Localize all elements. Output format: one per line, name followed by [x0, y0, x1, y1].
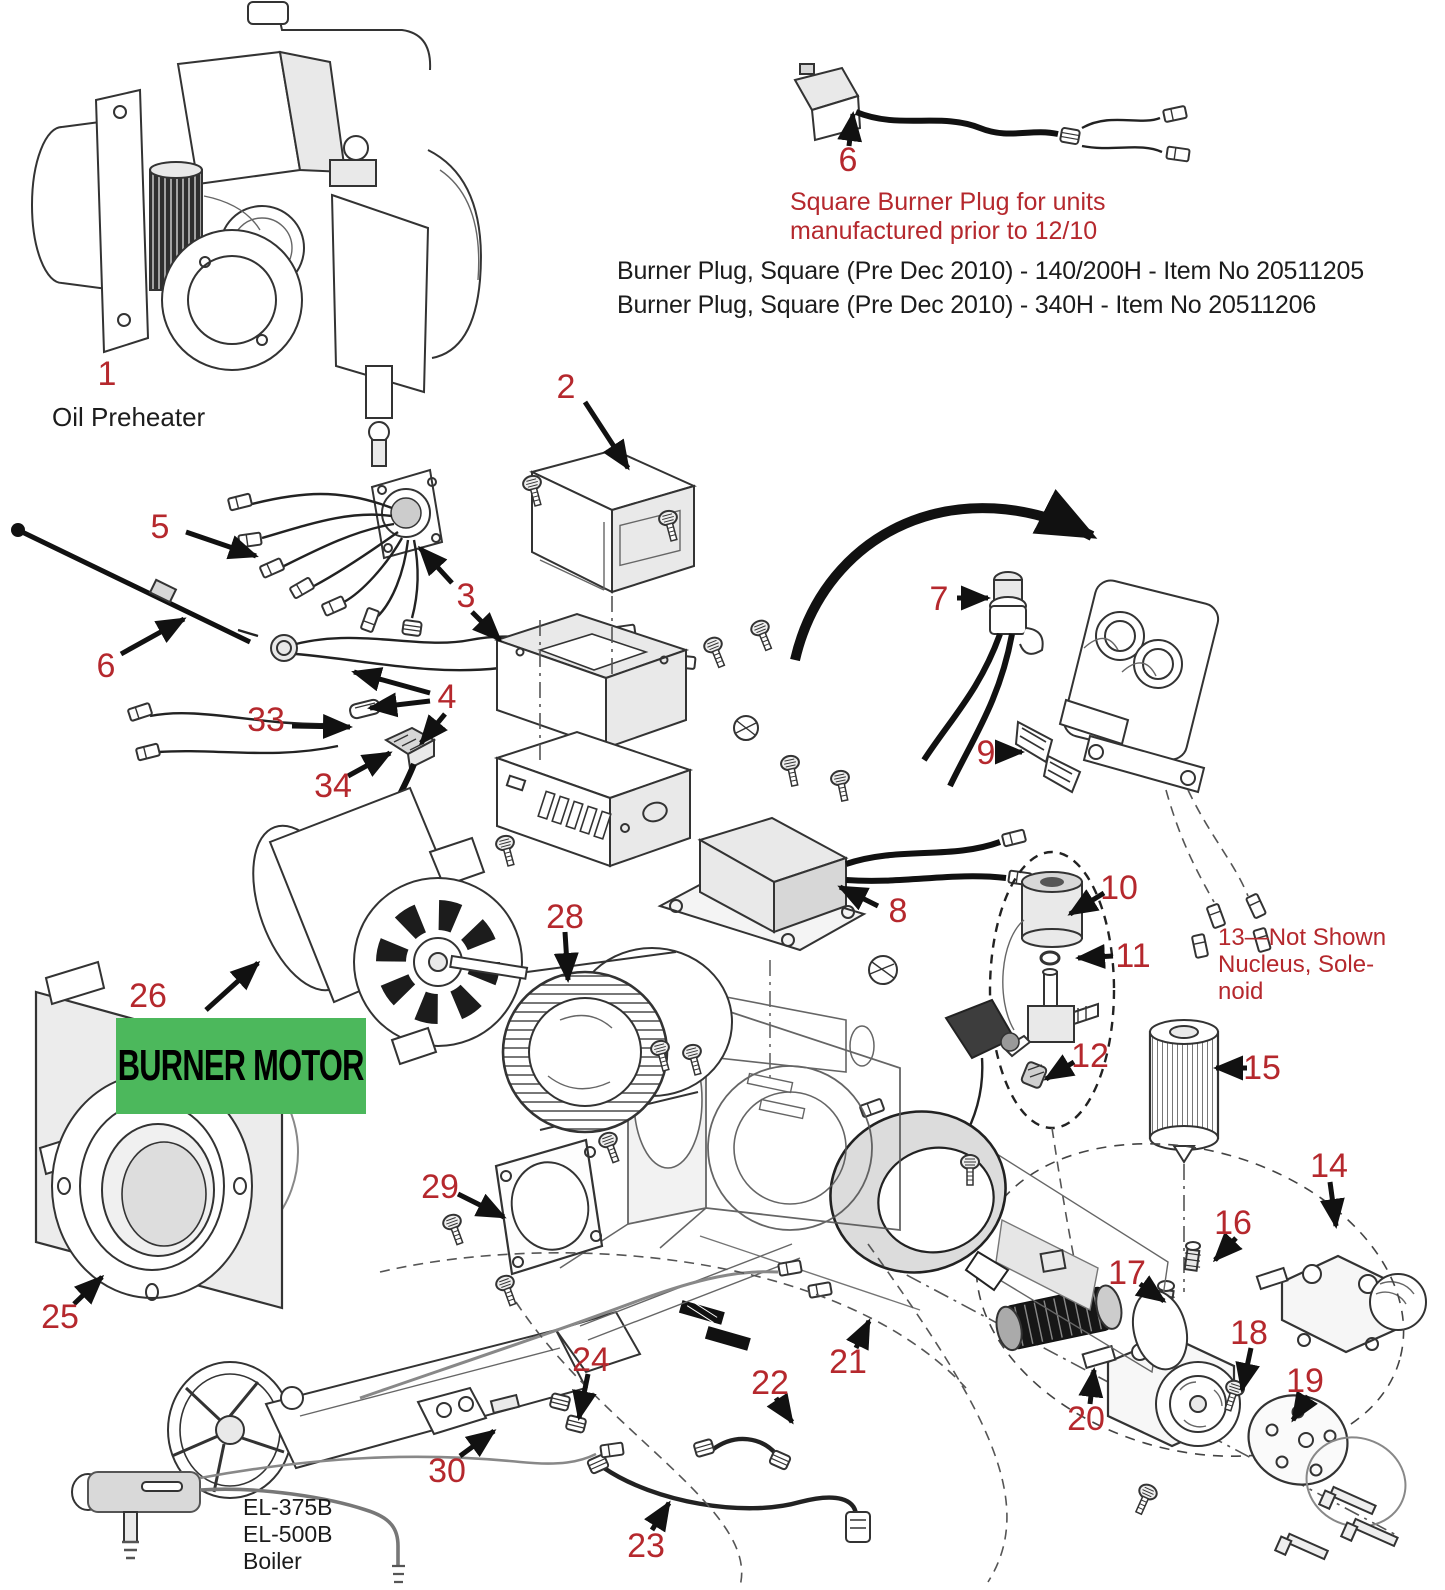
pump-14-drawing: [1255, 1254, 1427, 1354]
control-box-stack-drawing: [493, 448, 697, 868]
mount-plate-drawing: [34, 960, 299, 1310]
burner-motor-label-text: BURNER MOTOR: [118, 1041, 365, 1090]
item-number-line2: Burner Plug, Square (Pre Dec 2010) - 340…: [617, 291, 1317, 319]
boiler-label-line1: EL-375B: [243, 1494, 333, 1520]
oil-preheater-drawing: [31, 1, 482, 467]
not-shown-note-line1: 13—Not Shown: [1218, 924, 1387, 951]
square-plug-caption-line1: Square Burner Plug for units: [790, 188, 1106, 216]
boiler-fuel-line-drawing: [71, 1441, 625, 1584]
square-plug-caption-line2: manufactured prior to 12/10: [790, 217, 1098, 245]
fuel-filter-drawing: [1148, 1019, 1220, 1292]
boiler-label-line2: EL-500B: [243, 1521, 333, 1547]
oil-preheater-label: Oil Preheater: [52, 402, 206, 432]
rotation-arrow: [790, 489, 1098, 662]
pump-explosion-drawing: [851, 1127, 1407, 1561]
ignitor-drawing: [921, 571, 1272, 960]
transformer-drawing: [657, 715, 1033, 985]
square-plug-drawing: [793, 63, 1191, 163]
item-number-line1: Burner Plug, Square (Pre Dec 2010) - 140…: [617, 257, 1364, 285]
cables-drawing: [379, 1243, 1008, 1587]
harness-drawing: [226, 468, 444, 638]
callout-arrows: [72, 111, 1345, 1533]
solenoid-drawing: [988, 850, 1116, 1130]
burner-tube-drawing: [167, 1243, 833, 1499]
not-shown-note-line3: noid: [1218, 978, 1264, 1005]
motor-gasket-drawing: [494, 1138, 604, 1276]
boiler-label-line3: Boiler: [243, 1548, 302, 1574]
air-band-drawing: [829, 1110, 1189, 1374]
ignition-cable-drawing: [11, 523, 252, 645]
not-shown-note-line2: Nucleus, Sole-: [1218, 951, 1375, 978]
burner-motor-drawing: [252, 786, 529, 1066]
burner-motor-label: BURNER MOTOR: [116, 1018, 366, 1114]
